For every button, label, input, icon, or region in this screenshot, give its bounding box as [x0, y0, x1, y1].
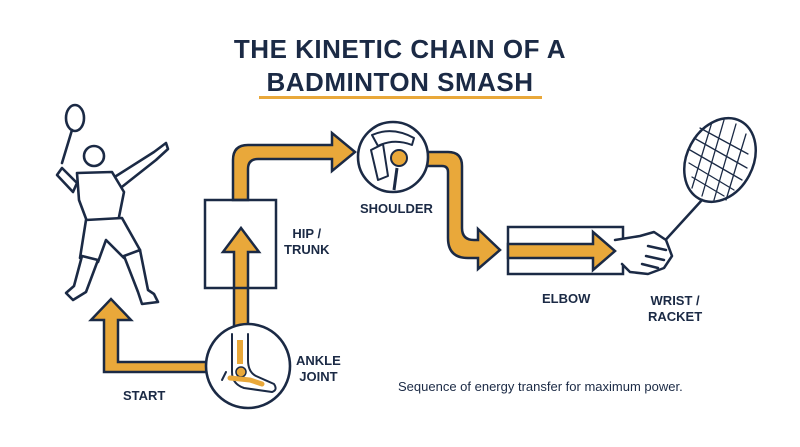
label-ankle-line-2: JOINT [299, 369, 338, 384]
player-icon [55, 103, 170, 306]
label-hip-trunk: HIP / TRUNK [284, 226, 330, 258]
label-hip-line-1: HIP / [292, 226, 322, 241]
hand-racket-icon [613, 116, 757, 276]
arrow-start [88, 297, 230, 374]
title-line-1: THE KINETIC CHAIN OF A [233, 34, 567, 64]
arrow-elbow-to-wrist [506, 229, 617, 273]
label-start: START [123, 388, 166, 403]
label-elbow: ELBOW [542, 291, 591, 306]
elbow-segment [506, 225, 625, 276]
arrow-ankle-to-hip [220, 225, 262, 334]
energy-path-arrows [88, 130, 502, 374]
shoulder-joint-icon [356, 120, 430, 194]
label-hip-line-2: TRUNK [284, 242, 330, 257]
label-wrist-line-2: RACKET [648, 309, 703, 324]
label-ankle-joint: ANKLE JOINT [296, 353, 341, 385]
title-line-2: BADMINTON SMASH [266, 67, 534, 97]
label-shoulder: SHOULDER [360, 201, 433, 216]
label-ankle-line-1: ANKLE [296, 353, 341, 368]
label-wrist-line-1: WRIST / [650, 293, 700, 308]
ankle-joint-icon [204, 322, 292, 410]
diagram-caption: Sequence of energy transfer for maximum … [398, 379, 683, 394]
title-underline [259, 96, 542, 99]
arrow-hip-to-shoulder [231, 130, 357, 202]
arrow-shoulder-to-elbow [413, 150, 502, 272]
label-wrist-racket: WRIST / RACKET [648, 293, 702, 325]
hip-trunk-box [203, 198, 278, 290]
